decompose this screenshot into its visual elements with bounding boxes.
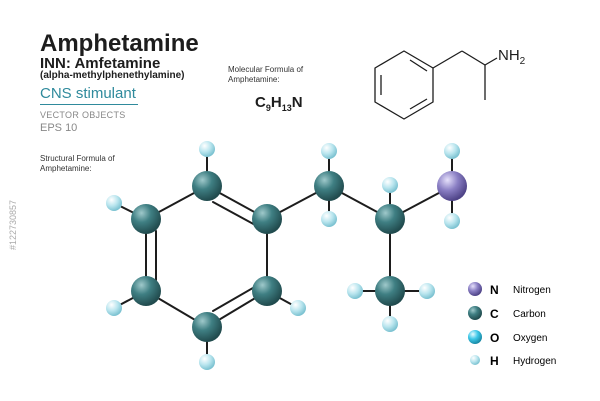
carbon-atom-icon [468, 306, 482, 320]
hydrogen-atom [290, 300, 306, 316]
legend-symbol: O [490, 331, 499, 345]
hydrogen-atom [382, 316, 398, 332]
divider [40, 104, 138, 105]
legend-symbol: N [490, 283, 499, 297]
skeletal-bond [432, 50, 463, 69]
aromatic-double-bond [212, 284, 259, 312]
carbon-atom [252, 204, 282, 234]
hydrogen-atom [199, 354, 215, 370]
inn-name: INN: Amfetamine [40, 55, 161, 72]
hydrogen-atom [444, 213, 460, 229]
carbon-atom [314, 171, 344, 201]
hydrogen-atom [199, 141, 215, 157]
hydrogen-atom-icon [470, 355, 480, 365]
hydrogen-atom [321, 143, 337, 159]
legend-label: Oxygen [513, 333, 547, 344]
hydrogen-atom [382, 177, 398, 193]
stock-id-watermark: #122730857 [8, 199, 18, 250]
legend-label: Hydrogen [513, 356, 556, 367]
carbon-atom [131, 276, 161, 306]
hydrogen-atom [321, 211, 337, 227]
nitrogen-atom-icon [468, 282, 482, 296]
eps-label: EPS 10 [40, 122, 78, 134]
oxygen-atom-icon [468, 330, 482, 344]
legend-label: Carbon [513, 309, 546, 320]
compound-title: Amphetamine [40, 30, 199, 57]
skeletal-double-bond [409, 98, 428, 110]
molecular-formula-label: Molecular Formula of Amphetamine: [228, 65, 304, 84]
skeletal-bond [484, 57, 498, 66]
carbon-atom [192, 312, 222, 342]
aromatic-double-bond [212, 201, 258, 227]
carbon-atom [192, 171, 222, 201]
legend-label: Nitrogen [513, 285, 551, 296]
hydrogen-atom [419, 283, 435, 299]
carbon-atom [131, 204, 161, 234]
alternate-name: (alpha-methylphenethylamine) [40, 70, 185, 81]
structural-formula-label: Structural Formula of Amphetamine: [40, 154, 115, 173]
hydrogen-atom [347, 283, 363, 299]
carbon-atom [375, 276, 405, 306]
vector-objects-label: VECTOR OBJECTS [40, 110, 126, 120]
carbon-atom [375, 204, 405, 234]
skeletal-amine-label: NH2 [498, 47, 526, 67]
legend-symbol: H [490, 354, 499, 368]
carbon-atom [252, 276, 282, 306]
hydrogen-atom [444, 143, 460, 159]
skeletal-bond [461, 50, 486, 66]
drug-category: CNS stimulant [40, 85, 136, 102]
nitrogen-atom [437, 171, 467, 201]
hydrogen-atom [106, 300, 122, 316]
legend: N Nitrogen C Carbon O Oxygen H Hydrogen [468, 282, 556, 368]
legend-symbol: C [490, 307, 499, 321]
molecular-formula: C9H13N [255, 94, 303, 113]
skeletal-double-bond [409, 59, 428, 72]
hydrogen-atom [106, 195, 122, 211]
